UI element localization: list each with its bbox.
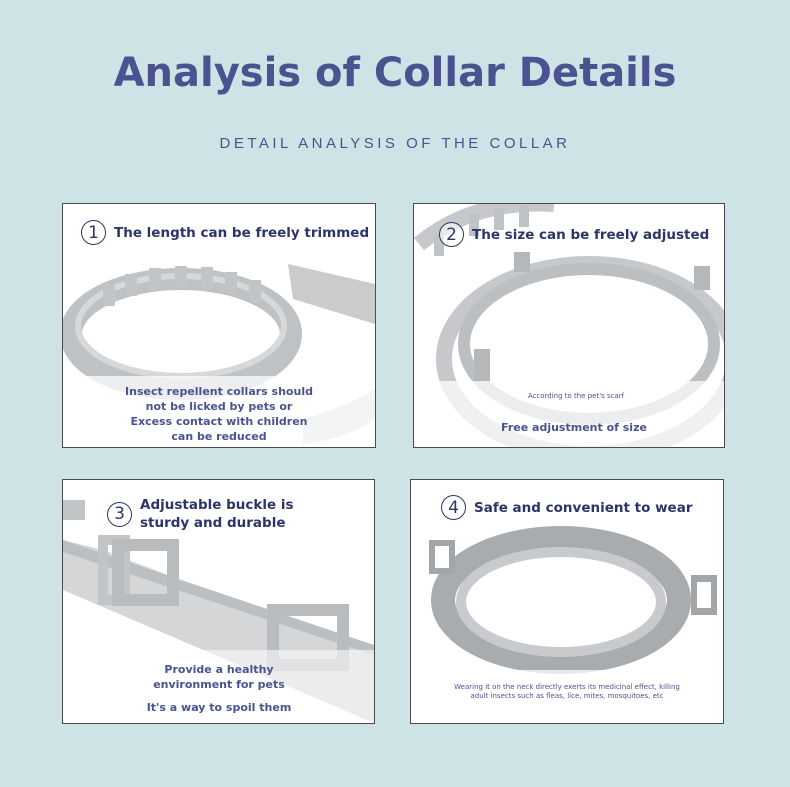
step-number-badge: 1 xyxy=(81,220,106,245)
panel-heading: 1 The length can be freely trimmed xyxy=(81,220,369,245)
panel-caption-secondary: It's a way to spoil them xyxy=(146,701,292,714)
caption-line: not be licked by pets or xyxy=(145,400,293,413)
heading-text: Safe and convenient to wear xyxy=(474,499,693,516)
page-subtitle: DETAIL ANALYSIS OF THE COLLAR xyxy=(219,135,571,152)
panel-caption: Insect repellent collars should not be l… xyxy=(63,384,375,444)
heading-text: Adjustable buckle is sturdy and durable xyxy=(140,496,294,532)
caption-line: environment for pets xyxy=(153,678,285,691)
heading-text: The size can be freely adjusted xyxy=(472,226,710,243)
caption-line: can be reduced xyxy=(171,430,267,443)
step-number-badge: 2 xyxy=(439,222,464,247)
panel-heading: 3 Adjustable buckle is sturdy and durabl… xyxy=(107,496,294,532)
caption-line: Wearing it on the neck directly exerts i… xyxy=(454,683,680,691)
panel-heading: 4 Safe and convenient to wear xyxy=(441,495,692,520)
panel-buckle: 3 Adjustable buckle is sturdy and durabl… xyxy=(62,479,375,724)
panel-trim-length: 1 The length can be freely trimmed Insec… xyxy=(62,203,376,448)
caption-line: Insect repellent collars should xyxy=(125,385,313,398)
page-title: Analysis of Collar Details xyxy=(113,50,677,96)
step-number-badge: 4 xyxy=(441,495,466,520)
caption-line: Provide a healthy xyxy=(164,663,274,676)
step-number-badge: 3 xyxy=(107,501,132,527)
caption-line: Excess contact with children xyxy=(130,415,308,428)
caption-line: adult insects such as fleas, lice, mites… xyxy=(470,692,664,700)
heading-text: The length can be freely trimmed xyxy=(114,224,370,241)
panel-small-caption: Wearing it on the neck directly exerts i… xyxy=(411,683,723,701)
collar-worn-image xyxy=(429,526,717,674)
panel-adjust-size: 2 The size can be freely adjusted Accord… xyxy=(413,203,725,448)
panel-small-caption: According to the pet's scarf xyxy=(527,392,625,400)
panel-wear: 4 Safe and convenient to wear Wearing it… xyxy=(410,479,724,724)
heading-line: sturdy and durable xyxy=(140,515,286,531)
panel-caption: Provide a healthy environment for pets xyxy=(71,662,367,692)
panel-caption: Free adjustment of size xyxy=(501,421,647,434)
heading-line: Adjustable buckle is xyxy=(140,497,294,513)
panel-heading: 2 The size can be freely adjusted xyxy=(439,222,709,247)
